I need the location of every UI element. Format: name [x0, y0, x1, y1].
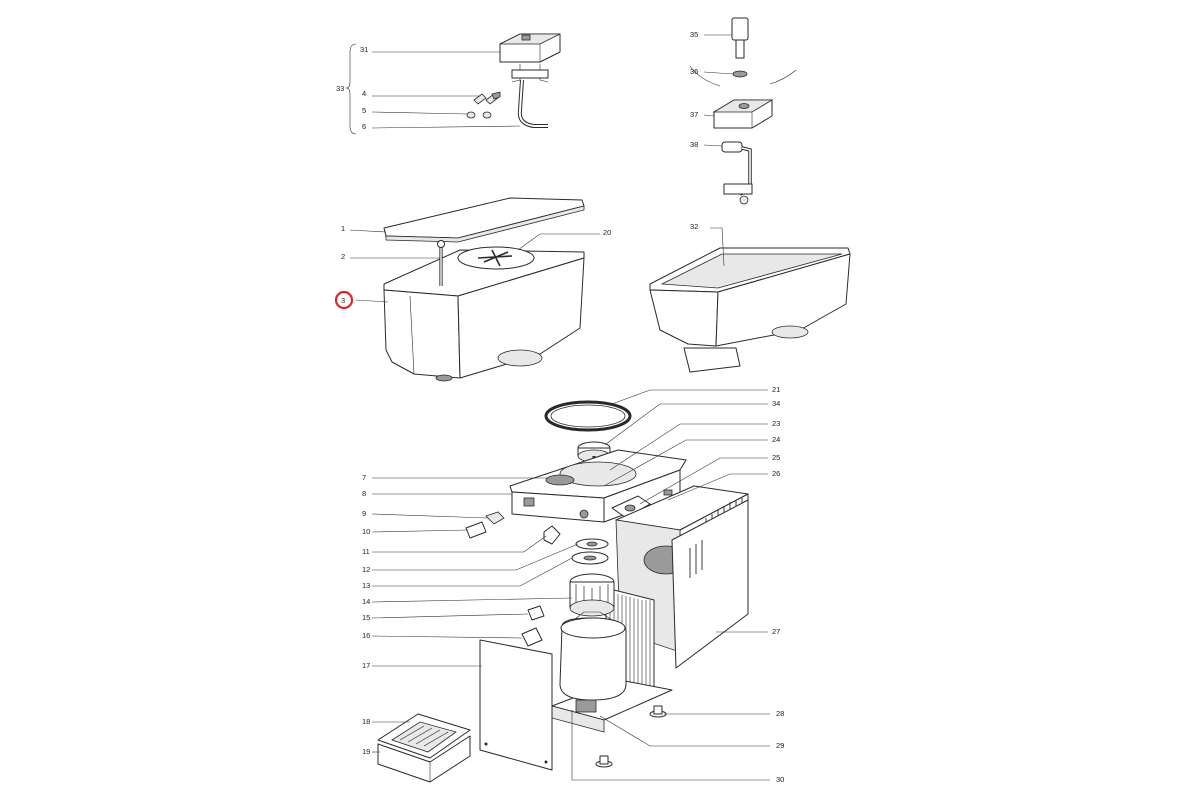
callout-3: 3	[341, 296, 345, 305]
part-32-bowl-alt: 32	[649, 222, 851, 373]
part-14-motor	[569, 573, 615, 617]
callout-28: 28	[776, 709, 784, 718]
part-17-front-panel	[479, 639, 553, 771]
callout-6: 6	[362, 122, 366, 131]
group-bracket	[345, 43, 357, 135]
callout-31: 31	[360, 45, 368, 54]
callout-15: 15	[362, 613, 370, 622]
callout-33: 33	[336, 84, 344, 93]
callout-10: 10	[362, 527, 370, 536]
callout-36: 36	[690, 67, 698, 76]
callout-13: 13	[362, 581, 370, 590]
part-31-control-box	[499, 33, 561, 63]
callout-5: 5	[362, 106, 366, 115]
callout-20: 20	[603, 228, 611, 237]
part-35-knob	[731, 17, 749, 59]
callout-17: 17	[362, 661, 370, 670]
callout-19: 19	[362, 747, 370, 756]
part-16-protector	[521, 627, 543, 647]
callout-35: 35	[690, 30, 698, 39]
part-6-probe-tube	[511, 64, 549, 128]
part-37-thermostat-box	[712, 99, 774, 129]
part-38-probe-bracket	[721, 141, 753, 205]
callout-30: 30	[776, 775, 784, 784]
callout-29: 29	[776, 741, 784, 750]
part-28-foot	[649, 705, 667, 718]
callout-12: 12	[362, 565, 370, 574]
part-1-lid	[383, 197, 585, 243]
callout-23: 23	[772, 419, 780, 428]
part-21-gasket	[544, 400, 632, 432]
part-11-fitting	[543, 525, 561, 545]
compressor	[559, 611, 627, 713]
part-29-foot	[595, 755, 613, 768]
part-27-side-panel	[671, 499, 749, 669]
callout-38: 38	[690, 140, 698, 149]
callout-8: 8	[362, 489, 366, 498]
callout-2: 2	[341, 252, 345, 261]
callout-32: 32	[690, 222, 698, 231]
top-left-assembly: 31 33 4 5 6	[336, 33, 561, 135]
callout-11: 11	[362, 547, 370, 556]
callout-4: 4	[362, 89, 366, 98]
top-right-assembly: 35 36 37 38	[689, 17, 797, 205]
callout-27: 27	[772, 627, 780, 636]
part-5-nut-a	[466, 111, 476, 119]
part-20-paddle	[457, 246, 535, 270]
callout-37: 37	[690, 110, 698, 119]
part-19-drip-tray	[377, 735, 471, 783]
callout-18: 18	[362, 717, 370, 726]
callout-9: 9	[362, 509, 366, 518]
part-4-clips	[473, 91, 501, 105]
part-36-washer	[732, 70, 748, 78]
part-9-clip	[485, 511, 505, 525]
callout-14: 14	[362, 597, 370, 606]
part-3-bowl	[383, 249, 585, 382]
part-10-plug	[465, 521, 487, 539]
callout-34: 34	[772, 399, 780, 408]
callout-7: 7	[362, 473, 366, 482]
part-15-relay	[527, 605, 545, 621]
part-18-drip-grid	[377, 713, 471, 759]
part-5-nut-b	[482, 111, 492, 119]
panel-outline	[689, 65, 797, 87]
left-bowl-assembly: 1 2 20 3	[334, 197, 611, 382]
callout-21: 21	[772, 385, 780, 394]
highlighted-callout-ring	[334, 290, 354, 310]
callout-26: 26	[772, 469, 780, 478]
callout-1: 1	[341, 224, 345, 233]
callout-24: 24	[772, 435, 780, 444]
callout-16: 16	[362, 631, 370, 640]
part-2-shaft	[437, 240, 445, 286]
main-base-unit: 7 8 9 10 11 12 13 14 15 16 17 18 19 21 3…	[362, 385, 784, 784]
callout-25: 25	[772, 453, 780, 462]
